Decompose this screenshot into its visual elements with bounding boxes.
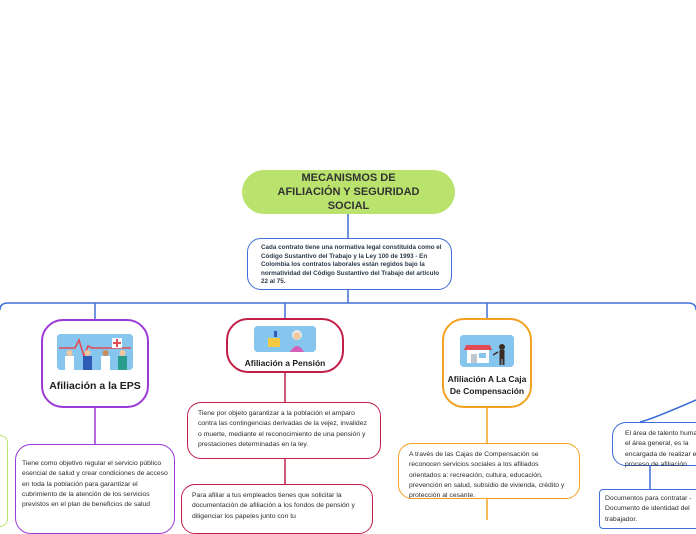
description-text: Cada contrato tiene una normativa legal … — [261, 244, 442, 285]
leaf-eps-text: Tiene como objetivo regular el servicio … — [22, 460, 168, 508]
topic-eps[interactable]: Afiliación a la EPS — [41, 319, 149, 408]
offscreen-node-left[interactable] — [0, 435, 8, 527]
description-node[interactable]: Cada contrato tiene una normativa legal … — [247, 238, 452, 290]
leaf-eps-objective[interactable]: Tiene como objetivo regular el servicio … — [15, 444, 175, 534]
leaf-pension-objective[interactable]: Tiene por objeto garantizar a la poblaci… — [187, 402, 381, 459]
leaf-pension-documents-text: Para afiliar a tus empleados tienes que … — [192, 492, 355, 520]
pension-icon — [254, 326, 316, 352]
root-title: MECANISMOS DE AFILIACIÓN Y SEGURIDAD SOC… — [274, 171, 424, 213]
leaf-caja-services[interactable]: A través de las Cajas de Compensación se… — [398, 443, 580, 499]
leaf-documentos[interactable]: Documentos para contratar - Documento de… — [599, 489, 696, 529]
leaf-pension-objective-text: Tiene por objeto garantizar a la poblaci… — [198, 410, 367, 448]
topic-caja-label: Afiliación A La Caja De Compensación — [445, 373, 529, 397]
leaf-talento-text: El área de talento humano o el área gene… — [625, 430, 696, 468]
leaf-talento-humano[interactable]: El área de talento humano o el área gene… — [612, 422, 696, 466]
topic-caja[interactable]: Afiliación A La Caja De Compensación — [442, 318, 532, 408]
topic-eps-label: Afiliación a la EPS — [49, 380, 141, 392]
topic-pension[interactable]: Afiliación a Pensión — [226, 318, 344, 373]
leaf-documentos-text: Documentos para contratar - Documento de… — [605, 495, 692, 523]
root-node[interactable]: MECANISMOS DE AFILIACIÓN Y SEGURIDAD SOC… — [242, 170, 455, 214]
store-icon — [460, 335, 514, 367]
topic-pension-label: Afiliación a Pensión — [245, 358, 326, 368]
leaf-caja-text: A través de las Cajas de Compensación se… — [409, 451, 564, 499]
leaf-pension-documents[interactable]: Para afiliar a tus empleados tienes que … — [181, 484, 373, 534]
healthcare-icon — [57, 334, 133, 370]
